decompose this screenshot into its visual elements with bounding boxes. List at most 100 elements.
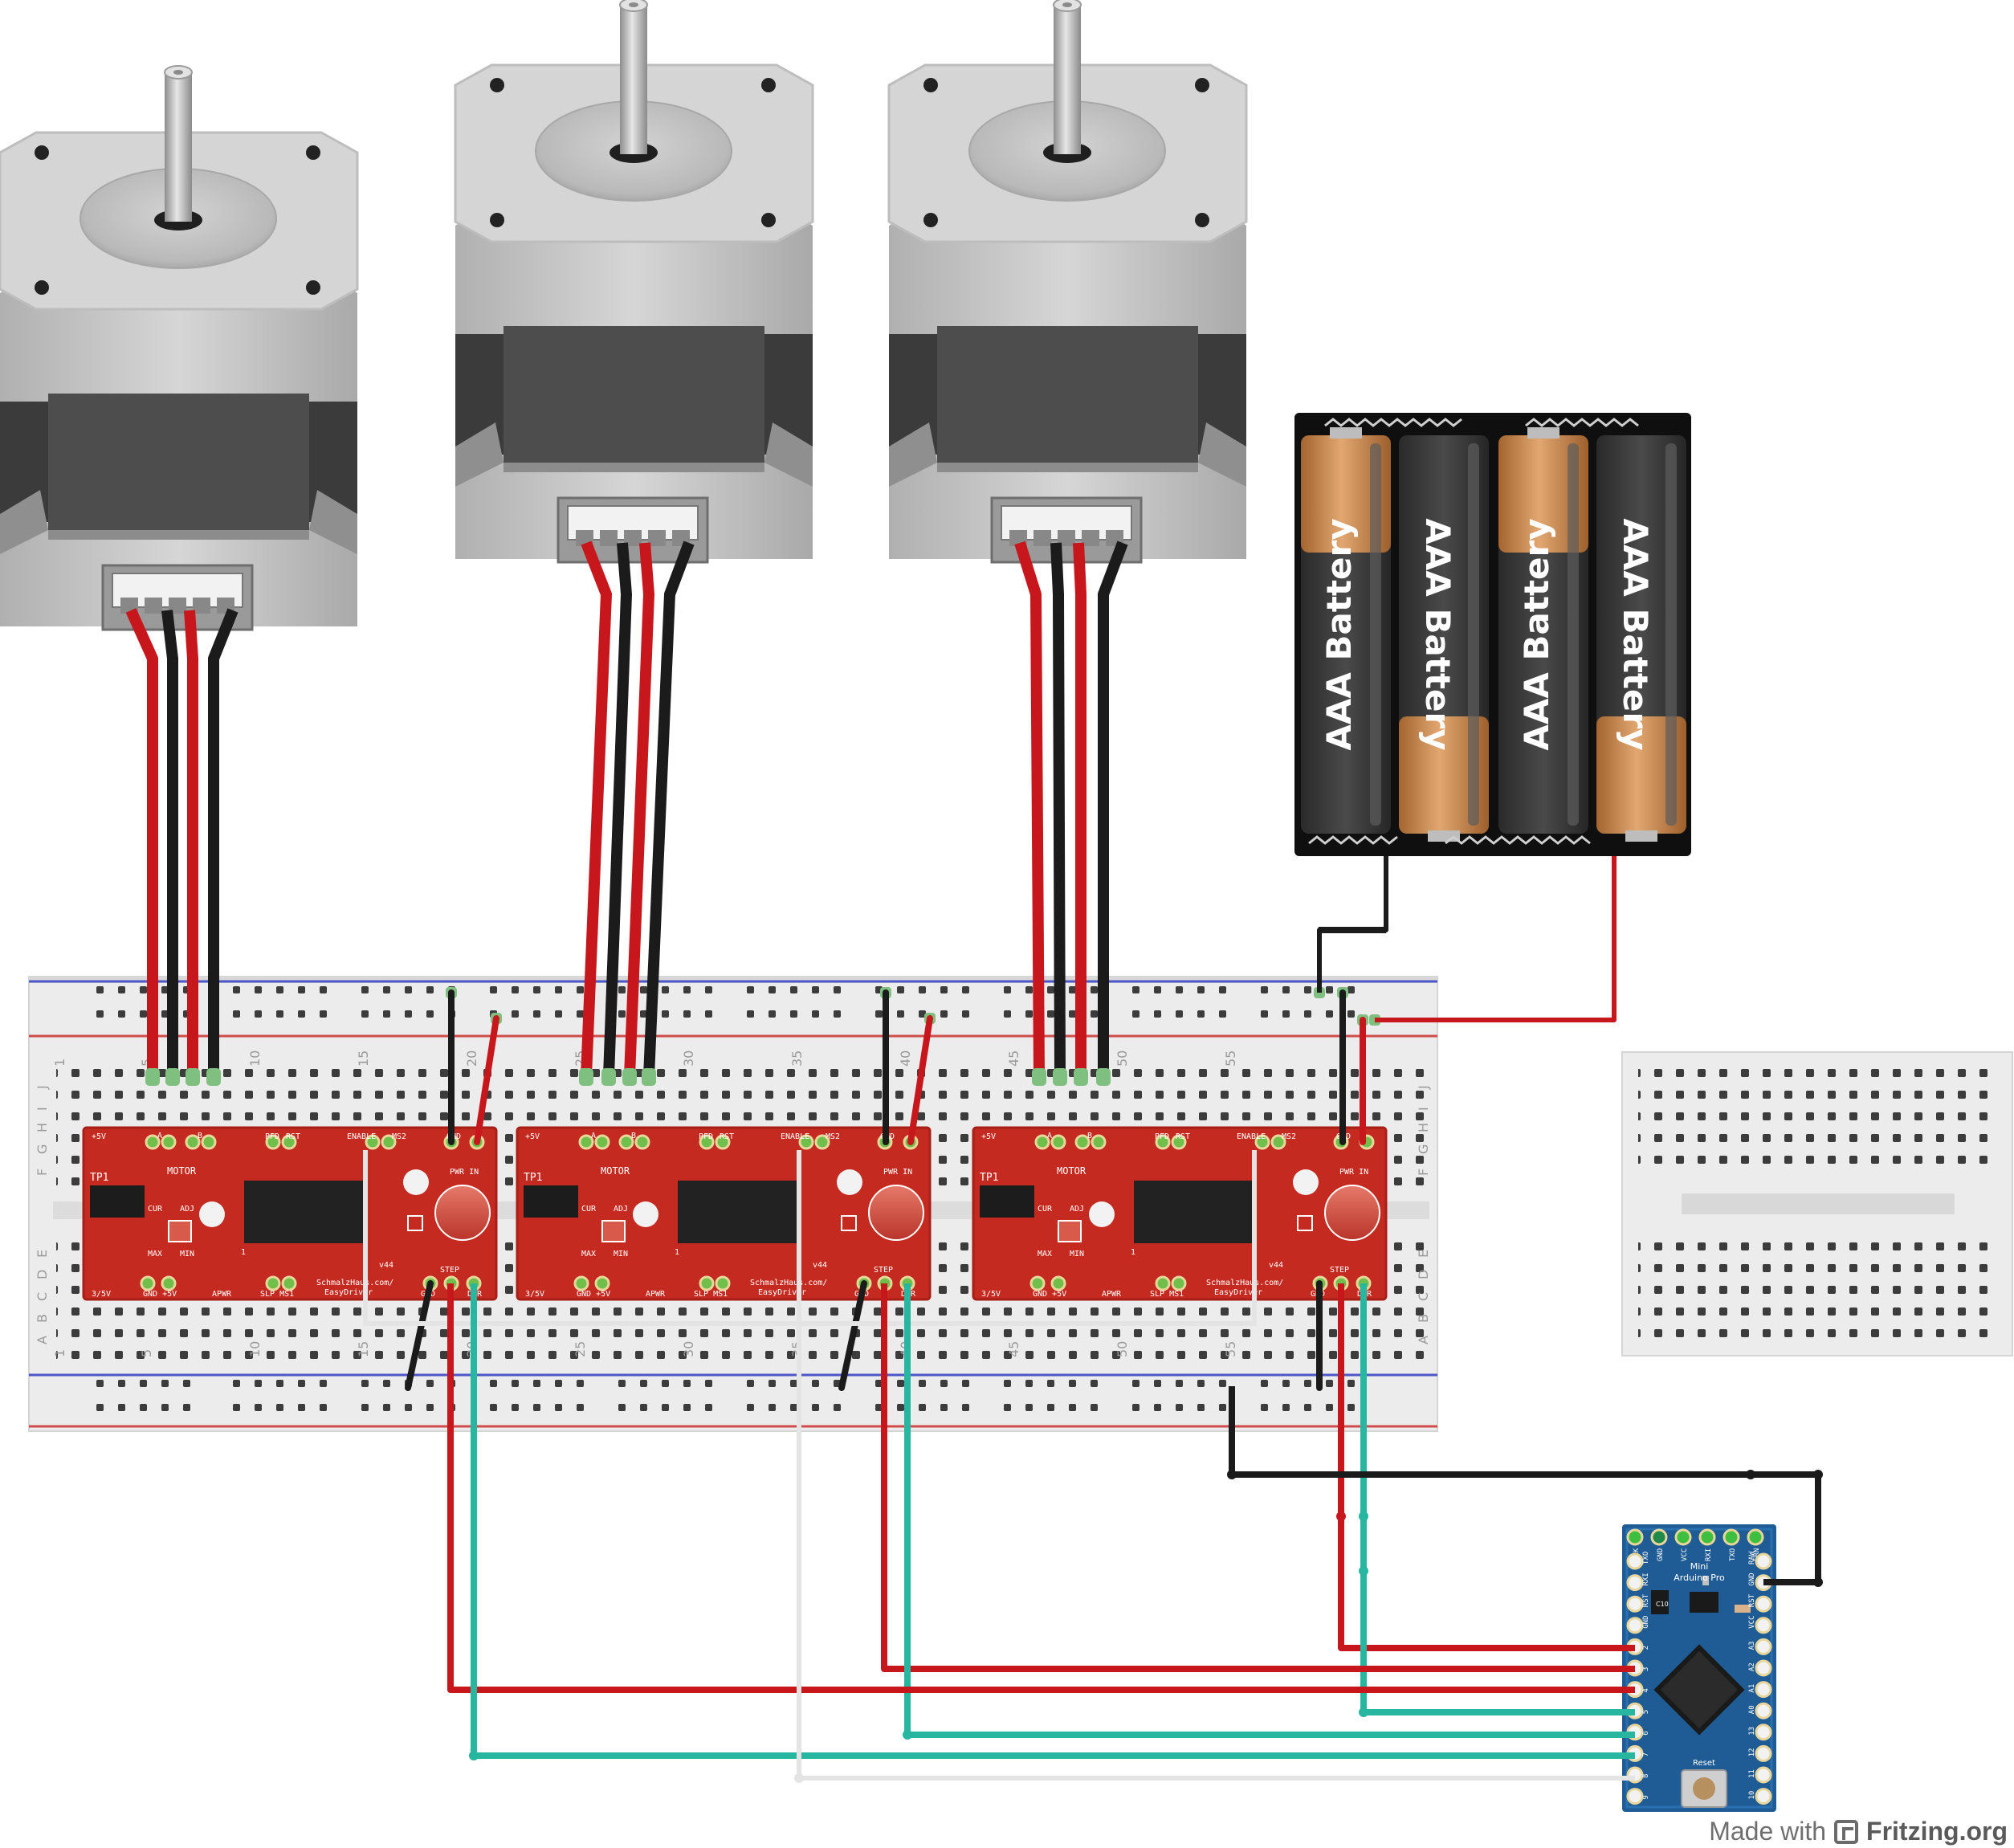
header-pin <box>185 1134 201 1150</box>
silkscreen-label: PWR IN <box>1339 1168 1368 1177</box>
pin-label: 11 <box>1748 1769 1756 1778</box>
row-letter: J <box>35 1085 50 1090</box>
header-pin <box>715 1275 731 1291</box>
driver-ic <box>244 1181 365 1243</box>
header-pin <box>1091 1134 1107 1150</box>
silkscreen-label: CUR <box>1038 1205 1053 1214</box>
silkscreen-label: SchmalzHaus.com/ <box>1206 1279 1283 1287</box>
header-pin <box>1155 1134 1171 1150</box>
battery-label: AAA Battery <box>1517 518 1556 750</box>
pin-label: A1 <box>1748 1684 1756 1693</box>
column-number-bottom: 10 <box>247 1341 263 1357</box>
silkscreen-label: GND +5V <box>1033 1290 1066 1299</box>
regulator-chip <box>980 1185 1034 1218</box>
pin-label: GND <box>1642 1616 1650 1629</box>
capacitor <box>868 1185 924 1241</box>
silkscreen-label: RST <box>286 1132 300 1141</box>
header-pin <box>1155 1275 1171 1291</box>
silkscreen-label: EasyDriver <box>324 1288 373 1297</box>
capacitor <box>1324 1185 1380 1241</box>
column-number-top: 1 <box>52 1059 67 1067</box>
pin-label: 12 <box>1748 1748 1756 1757</box>
silkscreen-label: +5V <box>525 1132 540 1141</box>
pin-label: A2 <box>1748 1662 1756 1671</box>
column-number-top: 20 <box>464 1050 479 1067</box>
header-pin <box>281 1275 297 1291</box>
silkscreen-label: v44 <box>813 1261 827 1270</box>
header-pin <box>634 1134 650 1150</box>
pin-label: RXI <box>1705 1548 1713 1561</box>
aaa-battery-cell: AAA Battery <box>1596 435 1686 842</box>
silkscreen-label: CUR <box>148 1205 163 1214</box>
column-number-bottom: 5 <box>139 1349 154 1357</box>
capacitor <box>434 1185 491 1241</box>
silkscreen-label: TP1 <box>980 1172 998 1184</box>
wire-junction <box>903 1730 912 1740</box>
header-pin <box>699 1275 715 1291</box>
pin-label: 7 <box>1642 1752 1650 1756</box>
battery-label: AAA Battery <box>1616 518 1655 750</box>
header-pin <box>140 1275 156 1291</box>
board-title: Arduino Pro <box>1674 1573 1725 1583</box>
silkscreen-label: PFD <box>699 1132 713 1141</box>
row-letter: C <box>1416 1292 1431 1301</box>
header-pin <box>594 1134 610 1150</box>
wire-junction <box>1359 1707 1368 1717</box>
arduino-pin <box>1755 1617 1772 1634</box>
silkscreen-label: PFD <box>265 1132 279 1141</box>
header-pin <box>201 1134 217 1150</box>
header-pin <box>161 1275 177 1291</box>
silkscreen-label: PWR IN <box>883 1168 912 1177</box>
silkscreen-label: MS2 <box>826 1132 840 1141</box>
header-pin <box>265 1134 281 1150</box>
row-letter: J <box>1416 1085 1431 1090</box>
silkscreen-label: 3/5V <box>525 1290 544 1299</box>
arduino-pin <box>1722 1528 1740 1546</box>
silkscreen-label: ENABLE <box>1237 1132 1266 1141</box>
stepper-motor-1 <box>0 65 359 631</box>
fritzing-brand-text: Fritzing.org <box>1866 1817 2008 1846</box>
wire-plug <box>1074 1068 1088 1086</box>
mount-hole <box>199 1201 225 1227</box>
column-number-top: 15 <box>356 1050 371 1067</box>
column-number-bottom: 50 <box>1115 1341 1130 1357</box>
reset-label: Reset <box>1693 1759 1715 1768</box>
battery-wires <box>1317 856 1616 1022</box>
silkscreen-label: v44 <box>1269 1261 1283 1270</box>
pin-label: A3 <box>1748 1642 1756 1650</box>
silkscreen-label: A <box>591 1132 596 1140</box>
wire-junction <box>1336 1511 1346 1521</box>
pin-label: GND <box>1657 1548 1665 1561</box>
pin-label: 5 <box>1642 1710 1650 1714</box>
silkscreen-label: SLP MS1 <box>260 1290 294 1299</box>
wire-junction <box>1746 1470 1755 1479</box>
aaa-battery-cell: AAA Battery <box>1399 435 1489 842</box>
row-letter: D <box>1416 1270 1431 1279</box>
header-pin <box>1254 1134 1270 1150</box>
mount-hole <box>1293 1169 1319 1195</box>
silkscreen-label: PFD <box>1155 1132 1169 1141</box>
wire-junction <box>1813 1577 1823 1587</box>
column-number-bottom: 1 <box>52 1349 67 1357</box>
wire-junction <box>1359 1566 1368 1576</box>
header-pin <box>618 1134 634 1150</box>
row-letter: E <box>1416 1250 1431 1258</box>
pin-label: GND <box>1748 1573 1756 1585</box>
header-pin <box>573 1275 589 1291</box>
row-letter: C <box>35 1292 50 1301</box>
wire-junction <box>1227 1470 1237 1479</box>
driver-ic <box>678 1181 798 1243</box>
chip-label: C10 <box>1656 1601 1669 1608</box>
silkscreen-label: +5V <box>92 1132 106 1141</box>
pin-label: 3 <box>1642 1667 1650 1671</box>
pin-label: RXI <box>1642 1573 1650 1585</box>
row-letter: H <box>35 1123 50 1132</box>
silkscreen-label: SchmalzHaus.com/ <box>750 1279 827 1287</box>
silkscreen-label: 1 <box>675 1248 679 1257</box>
column-number-bottom: 15 <box>356 1341 371 1357</box>
header-pin <box>594 1275 610 1291</box>
aaa-battery-cell: AAA Battery <box>1498 427 1588 834</box>
